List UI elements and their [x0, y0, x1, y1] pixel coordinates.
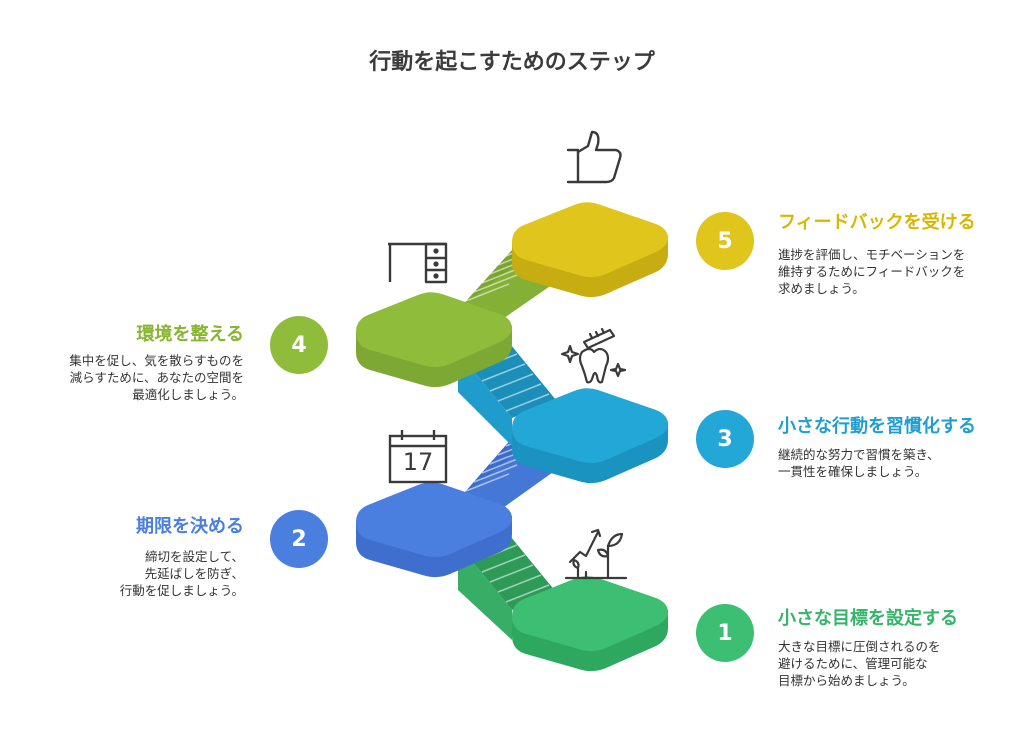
step-1-heading: 小さな目標を設定する: [778, 608, 958, 629]
toothbrush-tooth-icon: [560, 327, 627, 384]
step-3-heading: 小さな行動を習慣化する: [778, 416, 976, 437]
step-5-badge: 5: [696, 212, 754, 270]
step-4-heading: 環境を整える: [136, 324, 244, 345]
step-4-platform: [356, 292, 512, 388]
step-2-badge: 2: [270, 510, 328, 568]
desk-icon: [388, 242, 448, 284]
step-1-platform: [512, 576, 668, 672]
step-3-badge: 3: [696, 410, 754, 468]
step-5-description: 進捗を評価し、モチベーションを 維持するためにフィードバックを 求めましょう。: [778, 247, 966, 296]
step-5-platform: [512, 202, 668, 298]
step-2-heading: 期限を決める: [136, 516, 244, 537]
step-1-badge: 1: [696, 604, 754, 662]
step-2-description: 締切を設定して、 先延ばしを防ぎ、 行動を促しましょう。: [119, 549, 244, 598]
plant-growth-icon: [564, 528, 628, 580]
step-3-description: 継続的な努力で習慣を築き、 一貫性を確保しましょう。: [778, 447, 940, 479]
step-4-badge: 4: [270, 316, 328, 374]
calendar-icon: 17: [388, 428, 448, 484]
calendar-day: 17: [402, 448, 434, 476]
step-1-description: 大きな目標に圧倒されるのを 避けるために、管理可能な 目標から始めましょう。: [778, 639, 941, 688]
diagram-title: 行動を起こすためのステップ: [369, 50, 655, 75]
step-5-heading: フィードバックを受ける: [778, 212, 976, 233]
step-4-description: 集中を促し、気を散らすものを 減らすために、あなたの空間を 最適化しましょう。: [69, 353, 244, 402]
step-2-platform: [356, 482, 512, 578]
step-3-platform: [512, 388, 668, 484]
thumbs-up-icon: [566, 130, 622, 184]
